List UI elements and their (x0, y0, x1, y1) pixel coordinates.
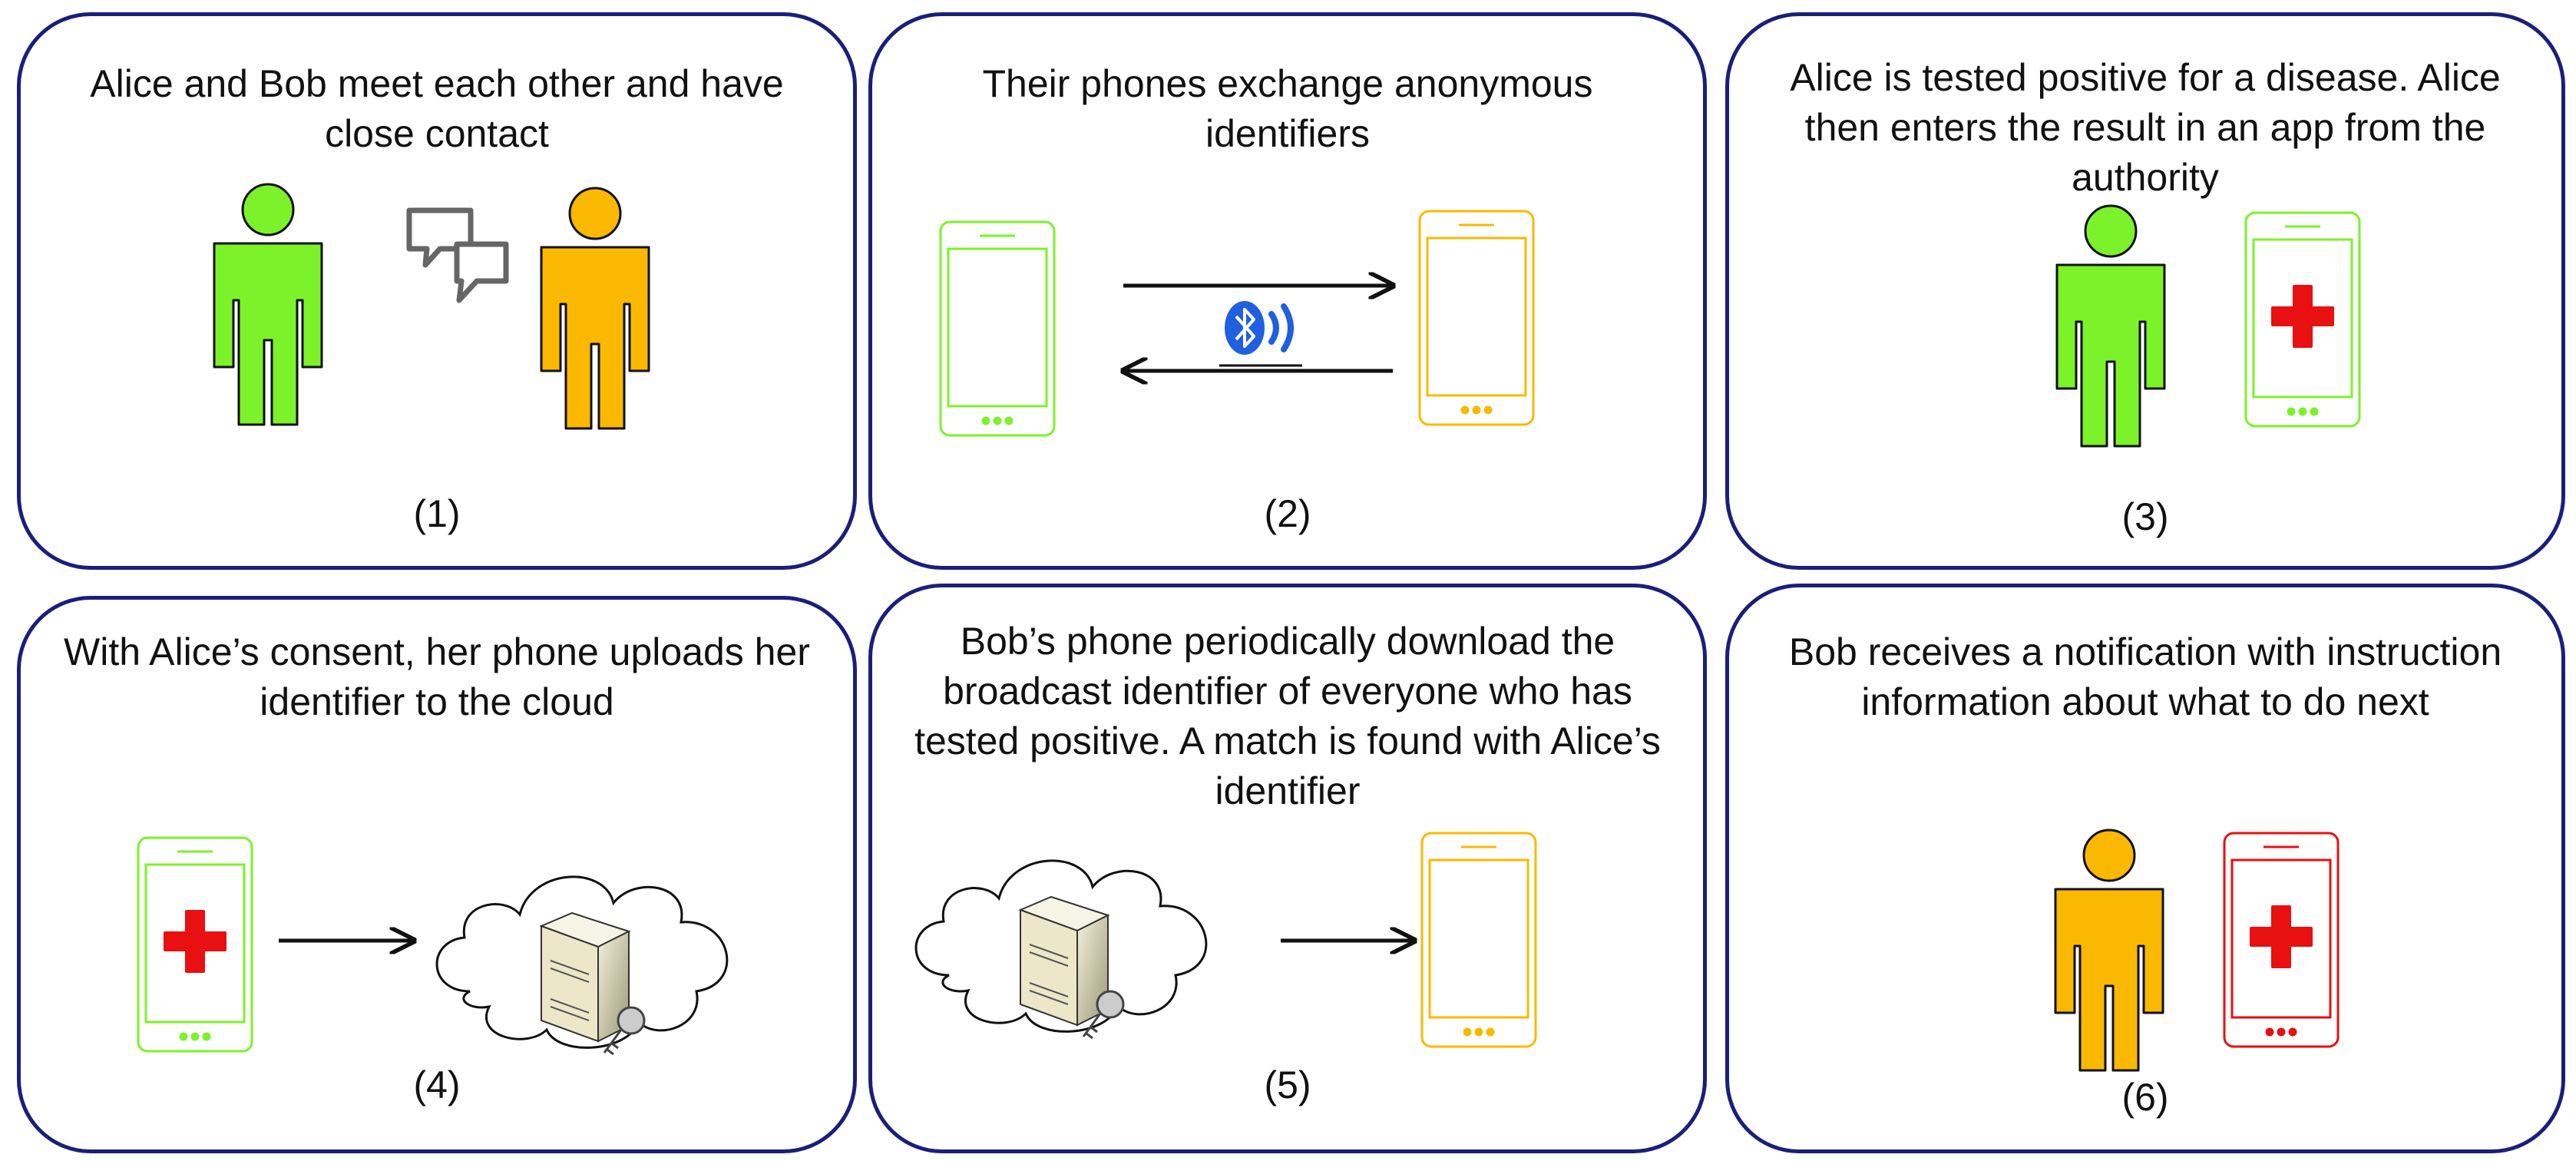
panel-close-contact: Alice and Bob meet each other and have c… (17, 12, 857, 570)
step-number: (6) (2121, 1076, 2169, 1119)
panel-download-match: Bob’s phone periodically download the br… (868, 584, 1707, 1153)
medical-cross-icon (2271, 285, 2334, 348)
smartphone-icon (1420, 832, 1537, 1048)
panel-caption: With Alice’s consent, her phone uploads … (64, 630, 810, 723)
speech-bubbles-icon (406, 207, 509, 303)
panel-notification: Bob receives a notification with instruc… (1725, 584, 2565, 1153)
panel-exchange-identifiers: Their phones exchange anonymous identifi… (868, 12, 1707, 570)
panel-upload-identifier: With Alice’s consent, her phone uploads … (17, 596, 857, 1153)
bluetooth-icon (1219, 301, 1302, 367)
medical-cross-icon (2250, 905, 2313, 968)
smartphone-icon (939, 220, 1056, 437)
smartphone-icon (137, 836, 253, 1053)
person-icon (213, 183, 323, 426)
person-icon (2054, 829, 2164, 1072)
panel-caption: Alice and Bob meet each other and have c… (90, 62, 784, 155)
step-number: (2) (1264, 492, 1311, 535)
smartphone-icon (1418, 210, 1535, 426)
medical-cross-icon (164, 910, 227, 973)
panel-illustration (213, 183, 650, 430)
panel-caption: Bob receives a notification with instruc… (1788, 630, 2502, 723)
step-number: (4) (413, 1063, 461, 1106)
panel-caption: Alice is tested positive for a disease. … (1790, 56, 2501, 199)
panel-illustration (2055, 204, 2361, 448)
step-number: (1) (413, 492, 461, 535)
server-icon (539, 911, 631, 1043)
person-icon (540, 187, 650, 430)
panel-caption: Their phones exchange anonymous identifi… (982, 62, 1593, 155)
key-icon (603, 1006, 646, 1056)
panel-tested-positive: Alice is tested positive for a disease. … (1725, 12, 2565, 570)
server-icon (1018, 895, 1110, 1027)
panel-caption: Bob’s phone periodically download the br… (914, 620, 1661, 812)
step-number: (5) (1264, 1063, 1311, 1106)
smartphone-icon (2223, 832, 2340, 1048)
panel-illustration (137, 836, 729, 1056)
panel-illustration (2054, 829, 2340, 1072)
smartphone-icon (2244, 211, 2361, 428)
step-number: (3) (2121, 495, 2169, 538)
panel-illustration (939, 210, 1535, 437)
key-icon (1082, 990, 1125, 1040)
person-icon (2055, 204, 2166, 448)
panel-illustration (914, 832, 1537, 1048)
